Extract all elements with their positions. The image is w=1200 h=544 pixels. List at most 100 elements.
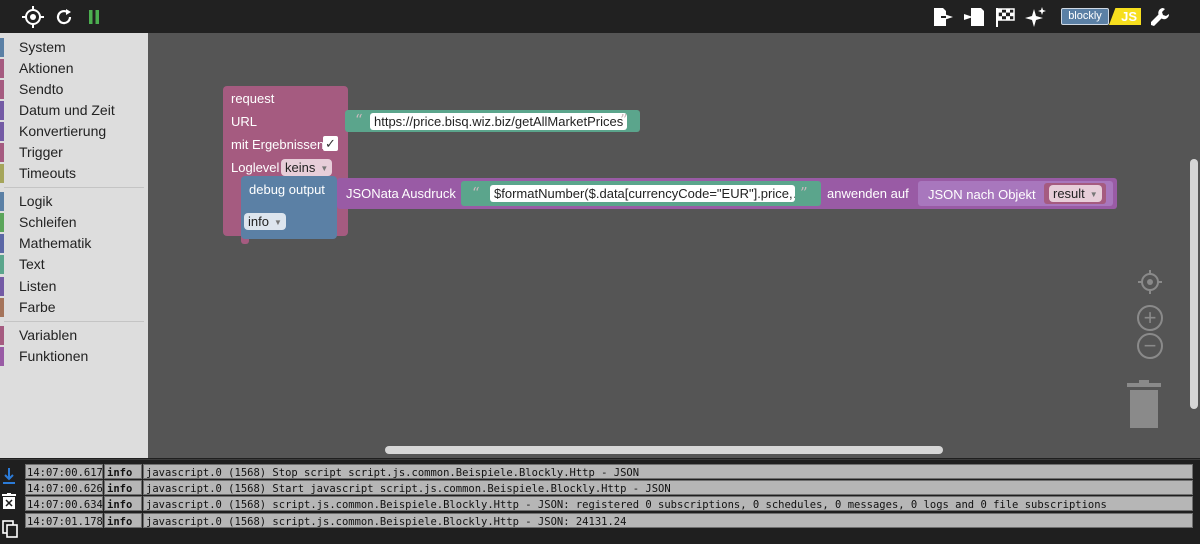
category-label: Logik bbox=[19, 193, 53, 209]
checkered-flag-icon[interactable] bbox=[994, 6, 1016, 28]
clear-log-icon[interactable] bbox=[2, 493, 16, 509]
category-konvertierung[interactable]: Konvertierung bbox=[0, 122, 148, 141]
category-label: Trigger bbox=[19, 144, 63, 160]
category-label: Timeouts bbox=[19, 165, 77, 181]
category-separator bbox=[4, 321, 144, 322]
chevron-down-icon: ▼ bbox=[320, 164, 329, 174]
category-separator bbox=[4, 187, 144, 188]
category-label: System bbox=[19, 39, 66, 55]
export-icon[interactable] bbox=[932, 6, 954, 28]
chevron-down-icon: ▼ bbox=[273, 218, 282, 228]
loglevel-value: keins bbox=[285, 160, 316, 175]
log-row: 14:07:00.626 info javascript.0 (1568) St… bbox=[25, 480, 1193, 496]
category-logik[interactable]: Logik bbox=[0, 192, 148, 211]
close-quote-icon: ” bbox=[800, 184, 808, 202]
category-timeouts[interactable]: Timeouts bbox=[0, 164, 148, 183]
trash-icon[interactable] bbox=[1126, 380, 1162, 430]
category-label: Variablen bbox=[19, 327, 78, 343]
category-variablen[interactable]: Variablen bbox=[0, 326, 148, 345]
category-color-bar bbox=[0, 122, 4, 141]
open-quote-icon: “ bbox=[355, 111, 363, 129]
debug-level-value: info bbox=[248, 214, 269, 229]
category-listen[interactable]: Listen bbox=[0, 277, 148, 296]
category-label: Mathematik bbox=[19, 235, 92, 251]
center-workspace-icon[interactable] bbox=[1138, 270, 1162, 294]
log-level: info bbox=[104, 513, 142, 528]
category-schleifen[interactable]: Schleifen bbox=[0, 213, 148, 232]
category-text[interactable]: Text bbox=[0, 255, 148, 274]
category-color-bar bbox=[0, 143, 4, 162]
open-quote-icon: “ bbox=[472, 184, 480, 202]
log-level: info bbox=[104, 464, 142, 479]
sparkle-icon[interactable] bbox=[1025, 6, 1047, 28]
wrench-icon[interactable] bbox=[1149, 6, 1171, 28]
category-color-bar bbox=[0, 347, 4, 366]
close-quote-icon: ” bbox=[620, 111, 628, 129]
log-row: 14:07:00.617 info javascript.0 (1568) St… bbox=[25, 464, 1193, 480]
log-message: javascript.0 (1568) script.js.common.Bei… bbox=[143, 496, 1193, 511]
vertical-scrollbar[interactable] bbox=[1190, 159, 1198, 409]
variable-value: result bbox=[1053, 186, 1085, 201]
pause-icon[interactable] bbox=[83, 6, 105, 28]
category-farbe[interactable]: Farbe bbox=[0, 298, 148, 317]
category-color-bar bbox=[0, 213, 4, 232]
url-label: URL bbox=[231, 114, 258, 129]
category-color-bar bbox=[0, 59, 4, 78]
blockly-label[interactable]: blockly bbox=[1061, 8, 1109, 25]
category-color-bar bbox=[0, 255, 4, 274]
category-label: Schleifen bbox=[19, 214, 77, 230]
debug-output-title: debug output bbox=[249, 182, 325, 197]
category-color-bar bbox=[0, 80, 4, 99]
horizontal-scrollbar[interactable] bbox=[385, 446, 943, 454]
copy-icon[interactable] bbox=[2, 520, 18, 538]
block-category-sidebar: System Aktionen Sendto Datum und Zeit Ko… bbox=[0, 33, 148, 458]
category-aktionen[interactable]: Aktionen bbox=[0, 59, 148, 78]
debug-level-dropdown[interactable]: info ▼ bbox=[244, 213, 286, 230]
category-trigger[interactable]: Trigger bbox=[0, 143, 148, 162]
scroll-down-icon[interactable] bbox=[2, 466, 16, 486]
top-toolbar: blockly JS bbox=[0, 0, 1200, 33]
zoom-out-icon[interactable]: − bbox=[1137, 333, 1163, 359]
category-color-bar bbox=[0, 101, 4, 120]
chevron-down-icon: ▼ bbox=[1089, 190, 1098, 200]
category-color-bar bbox=[0, 38, 4, 57]
console-divider bbox=[0, 459, 1200, 460]
log-message: javascript.0 (1568) Start javascript scr… bbox=[143, 480, 1193, 495]
log-time: 14:07:00.617 bbox=[25, 464, 103, 479]
category-label: Funktionen bbox=[19, 348, 89, 364]
log-message: javascript.0 (1568) Stop script script.j… bbox=[143, 464, 1193, 479]
category-funktionen[interactable]: Funktionen bbox=[0, 347, 148, 366]
category-label: Konvertierung bbox=[19, 123, 107, 139]
loglevel-label: Loglevel bbox=[231, 160, 280, 175]
request-block-notch bbox=[241, 236, 249, 244]
variable-dropdown[interactable]: result ▼ bbox=[1049, 185, 1102, 202]
category-color-bar bbox=[0, 298, 4, 317]
loglevel-dropdown[interactable]: keins ▼ bbox=[281, 159, 333, 176]
category-system[interactable]: System bbox=[0, 38, 148, 57]
category-color-bar bbox=[0, 326, 4, 345]
category-datum-und-zeit[interactable]: Datum und Zeit bbox=[0, 101, 148, 120]
with-results-checkbox[interactable]: ✓ bbox=[323, 136, 338, 151]
blockly-js-toggle[interactable]: blockly JS bbox=[1055, 7, 1141, 27]
category-color-bar bbox=[0, 192, 4, 211]
log-level: info bbox=[104, 496, 142, 511]
log-level: info bbox=[104, 480, 142, 495]
category-label: Text bbox=[19, 256, 45, 272]
apply-to-label: anwenden auf bbox=[827, 186, 909, 201]
json-to-object-label: JSON nach Objekt bbox=[928, 187, 1036, 202]
category-mathematik[interactable]: Mathematik bbox=[0, 234, 148, 253]
jsonata-expression-field[interactable]: $formatNumber($.data[currencyCode="EUR"]… bbox=[490, 185, 795, 202]
crosshair-icon[interactable] bbox=[22, 6, 44, 28]
log-row: 14:07:00.634 info javascript.0 (1568) sc… bbox=[25, 496, 1193, 512]
category-label: Aktionen bbox=[19, 60, 74, 76]
url-value-field[interactable]: https://price.bisq.wiz.biz/getAllMarketP… bbox=[370, 113, 628, 130]
import-icon[interactable] bbox=[963, 6, 985, 28]
reload-icon[interactable] bbox=[53, 6, 75, 28]
blockly-workspace[interactable]: request URL mit Ergebnissen ✓ Loglevel k… bbox=[148, 33, 1200, 458]
js-label[interactable]: JS bbox=[1109, 8, 1141, 25]
zoom-in-icon[interactable]: + bbox=[1137, 305, 1163, 331]
category-sendto[interactable]: Sendto bbox=[0, 80, 148, 99]
log-time: 14:07:00.626 bbox=[25, 480, 103, 495]
log-time: 14:07:01.178 bbox=[25, 513, 103, 528]
category-label: Datum und Zeit bbox=[19, 102, 115, 118]
